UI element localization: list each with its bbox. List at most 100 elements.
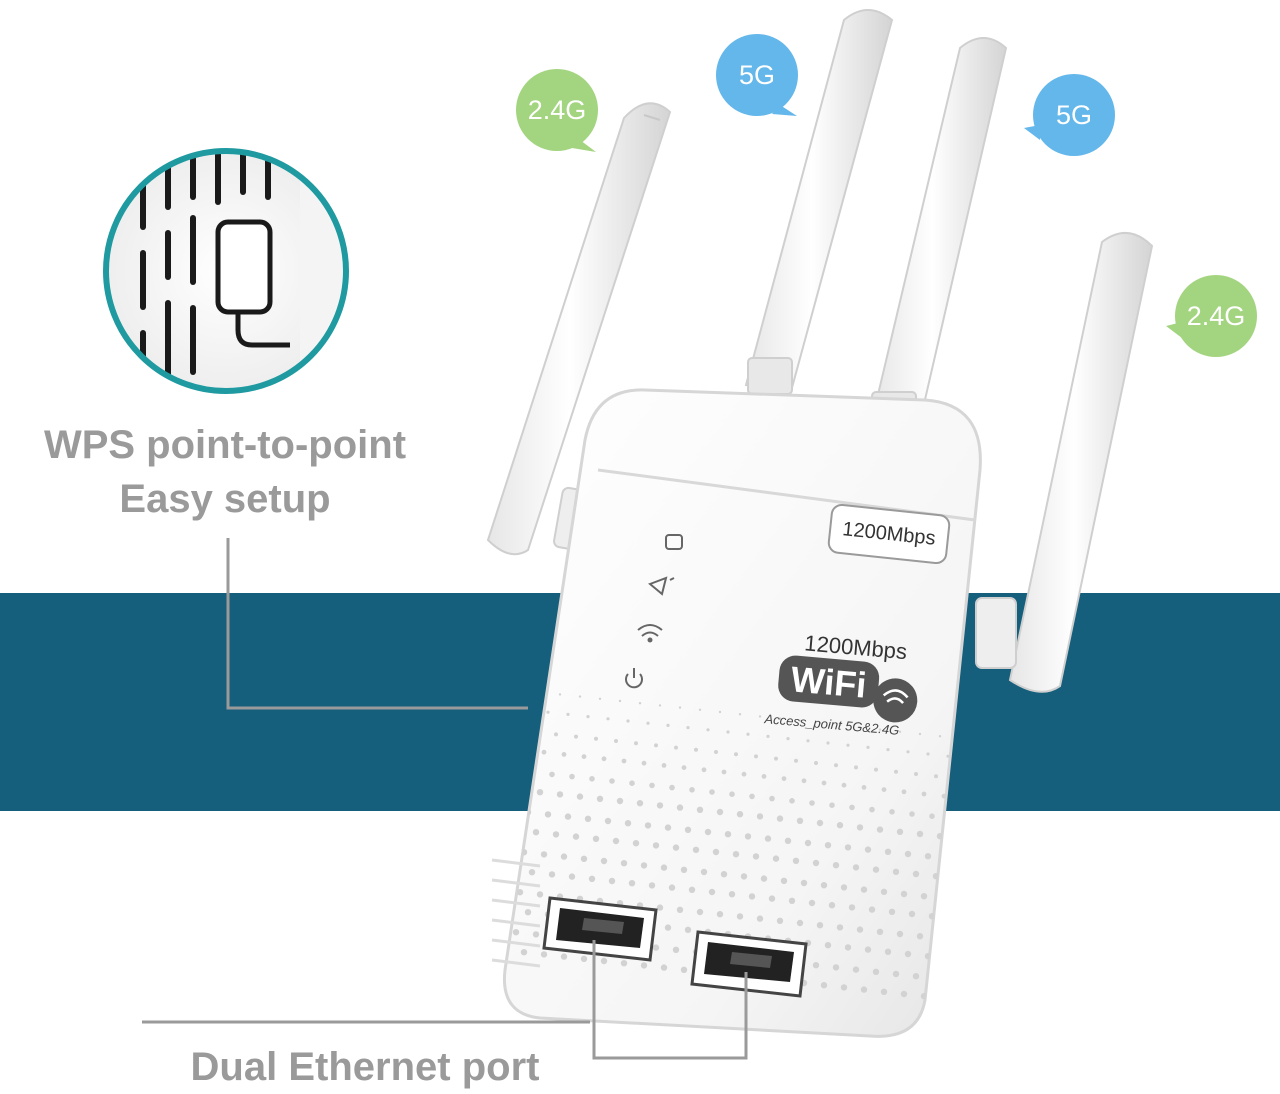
vent-hole [849, 804, 855, 811]
vent-hole [794, 758, 798, 763]
vent-hole [892, 970, 900, 978]
vent-hole [921, 791, 927, 797]
vent-hole [858, 726, 862, 729]
vent-hole [896, 930, 904, 938]
vent-hole [692, 846, 700, 853]
vent-hole [876, 826, 884, 833]
bubble-label-4: 2.4G [1187, 301, 1246, 331]
vent-hole [818, 721, 822, 725]
vent-hole [532, 829, 540, 836]
vent-hole [729, 791, 735, 797]
vent-hole [808, 899, 816, 907]
vent-hole [896, 828, 904, 835]
vent-hole [616, 797, 624, 805]
vent-hole [796, 817, 804, 824]
vent-hole [912, 870, 920, 878]
vent-hole [900, 890, 908, 898]
vent-hole [636, 800, 644, 807]
vent-hole [894, 769, 898, 774]
vent-hole [594, 736, 598, 741]
vent-hole [861, 785, 867, 790]
wifi-led-icon [637, 624, 663, 643]
vent-hole [876, 928, 884, 935]
vent-hole [801, 778, 807, 784]
vent-hole [508, 866, 516, 874]
vent-hole [824, 942, 832, 949]
vent-hole [740, 873, 748, 880]
antenna-4 [975, 232, 1154, 693]
vent-hole [638, 702, 642, 705]
vent-hole [734, 752, 738, 757]
vent-hole [772, 855, 780, 862]
callout-lines [142, 538, 748, 1060]
vent-hole [929, 813, 935, 819]
vent-hole [892, 868, 900, 875]
side-ribs [491, 858, 541, 968]
vent-hole [536, 891, 544, 898]
vent-hole [726, 730, 730, 734]
vent-hole [580, 955, 588, 962]
vent-hole [741, 771, 747, 777]
vent-hole [574, 734, 578, 739]
band-bubble-3: 5G [1024, 74, 1115, 156]
vent-hole [848, 904, 856, 911]
wifi-logo-icon [882, 689, 909, 704]
vent-hole [826, 741, 830, 745]
vent-hole [544, 811, 552, 818]
ethernet-led-icon [665, 534, 683, 550]
bubble-label-2: 5G [739, 60, 775, 90]
vent-hole [880, 888, 888, 895]
vent-hole [812, 859, 820, 867]
vent-hole [618, 699, 622, 703]
vent-hole [856, 824, 864, 831]
vent-hole [816, 922, 824, 929]
vent-hole [904, 950, 912, 958]
vent-hole [564, 813, 572, 820]
vent-hole [686, 726, 690, 730]
vent-hole [660, 864, 668, 871]
vent-hole [800, 879, 808, 887]
vent-hole [946, 754, 950, 758]
vent-hole [566, 712, 570, 717]
vent-hole [661, 763, 667, 768]
vent-hole [816, 819, 824, 827]
vent-hole [764, 835, 772, 842]
vent-hole [684, 826, 692, 833]
vent-hole [558, 693, 562, 696]
vent-hole [509, 767, 515, 773]
vent-hole [696, 806, 704, 813]
vent-hole [908, 910, 916, 918]
vent-hole [516, 889, 524, 896]
vent-hole [809, 800, 815, 806]
band-bubble-4: 2.4G [1166, 275, 1257, 357]
vent-hole [836, 924, 844, 931]
vent-hole [546, 710, 550, 714]
vent-hole [654, 743, 658, 748]
vent-hole [648, 882, 656, 889]
vent-hole [869, 806, 875, 813]
vent-hole [708, 888, 716, 896]
vent-hole [548, 871, 556, 878]
vent-hole [534, 730, 538, 735]
vent-hole [776, 917, 784, 924]
vent-hole [614, 739, 618, 743]
vent-hole [852, 966, 860, 973]
vent-hole [589, 776, 595, 782]
speed-badge: 1200Mbps [827, 503, 951, 565]
vent-hole [796, 919, 804, 927]
vent-hole [854, 765, 858, 770]
vent-hole [840, 984, 848, 991]
bubble-label-1: 2.4G [528, 95, 587, 125]
vent-hole [666, 723, 670, 728]
vent-hole [620, 960, 628, 967]
vent-hole [920, 893, 928, 900]
vent-hole [586, 715, 590, 719]
vent-hole [684, 926, 692, 933]
vent-hole [760, 875, 768, 882]
vent-hole [780, 877, 788, 884]
vent-hole [592, 835, 600, 842]
vent-hole [658, 704, 662, 707]
vent-hole [532, 931, 540, 938]
vent-hole [856, 926, 864, 933]
